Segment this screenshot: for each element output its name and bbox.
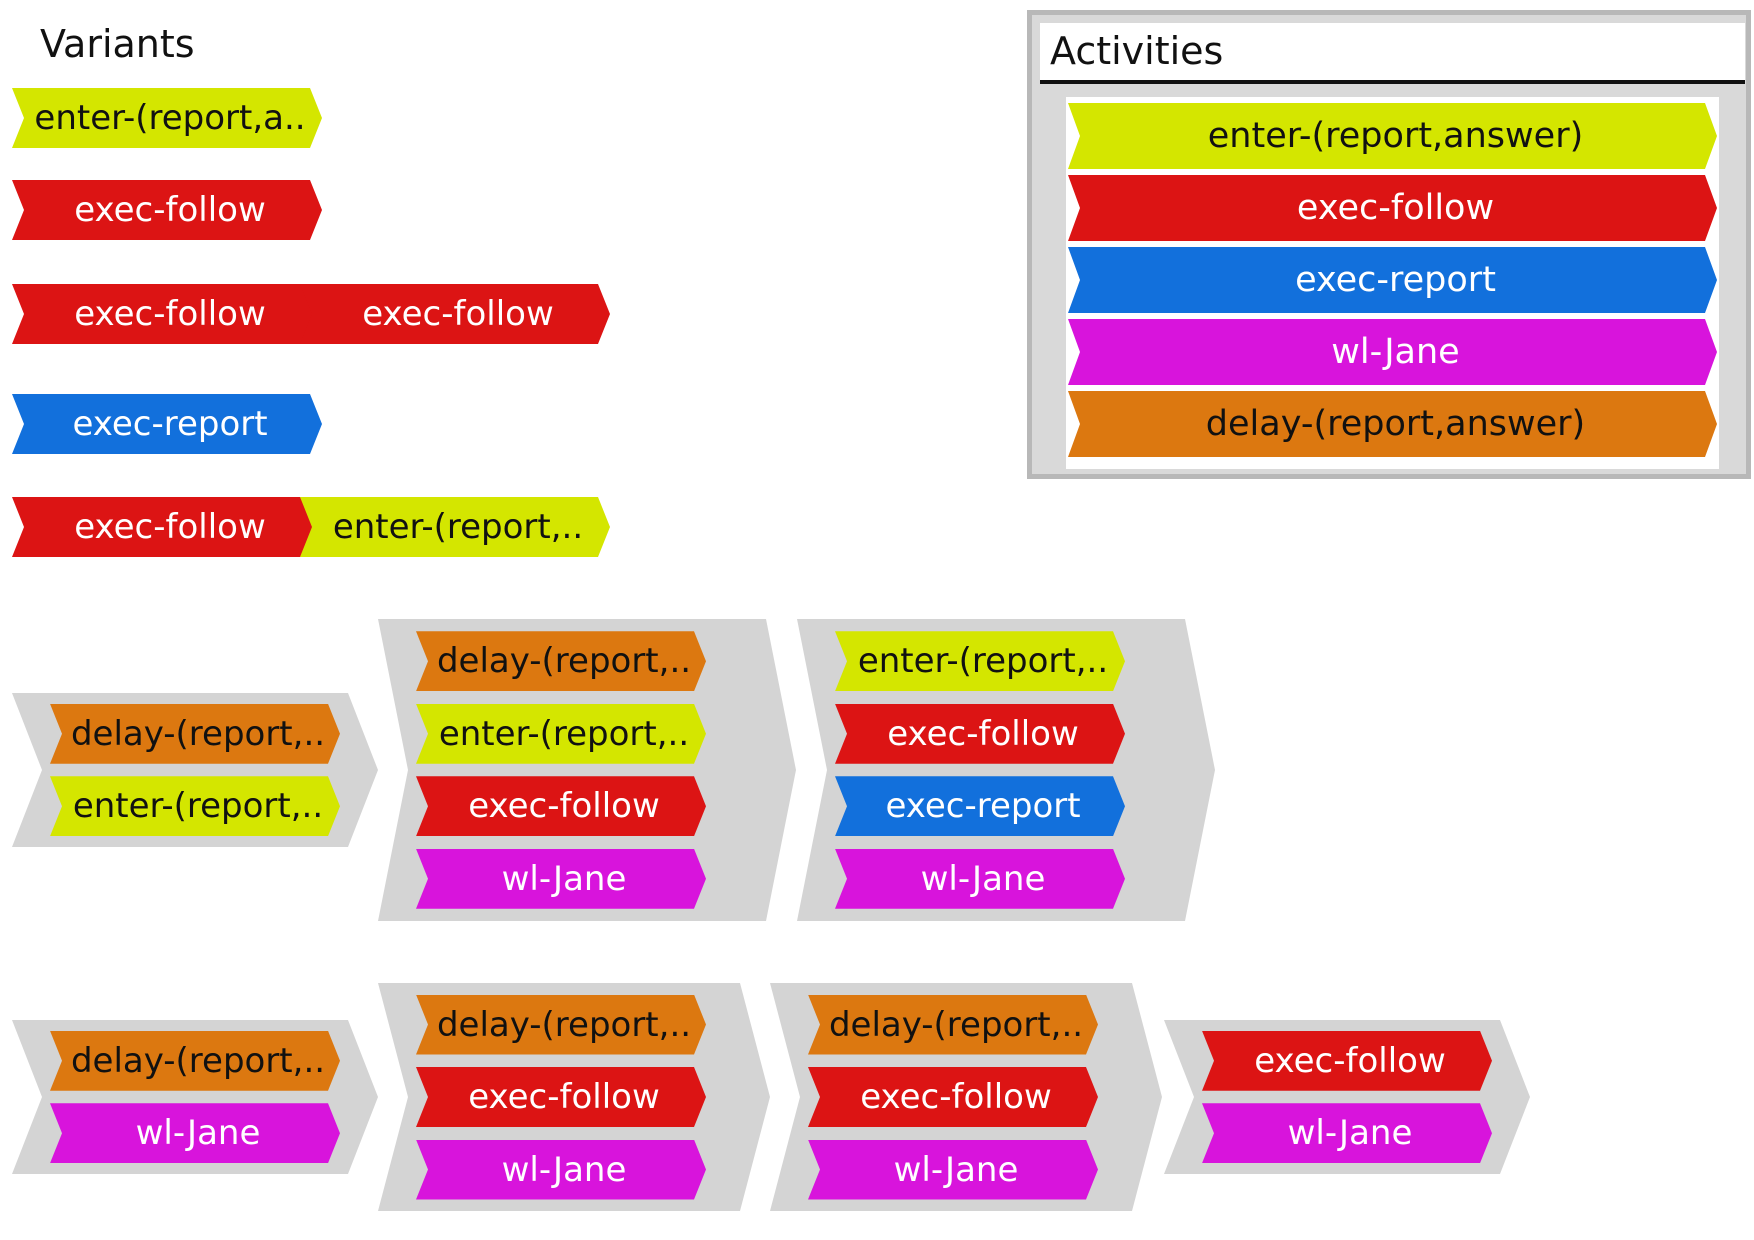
activity-chevron-exec-follow[interactable]: exec-follow <box>12 180 322 240</box>
activity-chevron-wl-jane[interactable]: wl-Jane <box>1068 319 1717 385</box>
activity-chevron-wl-jane[interactable]: wl-Jane <box>50 1103 340 1163</box>
variants-title: Variants <box>40 22 195 66</box>
activity-chevron-wl-jane[interactable]: wl-Jane <box>416 849 706 909</box>
activity-chevron-exec-follow[interactable]: exec-follow <box>835 704 1125 764</box>
activities-header: Activities <box>1040 23 1745 84</box>
activity-chevron-exec-follow[interactable]: exec-follow <box>300 284 610 344</box>
activity-chevron-enter[interactable]: enter-(report,.. <box>300 497 610 557</box>
variant-group[interactable]: delay-(report,.. wl-Jane <box>12 1020 378 1174</box>
variant-group[interactable]: enter-(report,.. exec-follow exec-report wl… <box>797 619 1215 921</box>
activities-title: Activities <box>1050 29 1224 73</box>
activity-chevron-enter[interactable]: enter-(report,.. <box>835 631 1125 691</box>
activity-chevron-exec-follow[interactable]: exec-follow <box>808 1067 1098 1127</box>
activity-chevron-enter[interactable]: enter-(report,.. <box>416 704 706 764</box>
variant-group[interactable]: delay-(report,.. enter-(report,.. exec-fol… <box>378 619 796 921</box>
activity-chevron-delay[interactable]: delay-(report,.. <box>50 704 340 764</box>
activities-panel: Activities enter-(report,answer)exec-fol… <box>1027 10 1751 479</box>
activity-chevron-delay[interactable]: delay-(report,.. <box>808 995 1098 1055</box>
activity-chevron-exec-report[interactable]: exec-report <box>1068 247 1717 313</box>
activity-chevron-exec-report[interactable]: exec-report <box>12 394 322 454</box>
activity-chevron-exec-report[interactable]: exec-report <box>835 776 1125 836</box>
activity-chevron-exec-follow[interactable]: exec-follow <box>1068 175 1717 241</box>
activity-chevron-wl-jane[interactable]: wl-Jane <box>416 1140 706 1200</box>
activity-chevron-exec-follow[interactable]: exec-follow <box>416 776 706 836</box>
activity-chevron-exec-follow[interactable]: exec-follow <box>1202 1031 1492 1091</box>
variant-group[interactable]: delay-(report,.. exec-follow wl-Jane <box>378 983 770 1211</box>
activity-chevron-enter[interactable]: enter-(report,answer) <box>1068 103 1717 169</box>
variant-group[interactable]: delay-(report,.. exec-follow wl-Jane <box>770 983 1162 1211</box>
variant-group[interactable]: exec-follow wl-Jane <box>1164 1020 1530 1174</box>
activity-chevron-delay[interactable]: delay-(report,.. <box>416 995 706 1055</box>
activity-chevron-enter[interactable]: enter-(report,.. <box>50 776 340 836</box>
activity-chevron-delay[interactable]: delay-(report,.. <box>416 631 706 691</box>
activity-chevron-exec-follow[interactable]: exec-follow <box>12 497 322 557</box>
activity-chevron-wl-jane[interactable]: wl-Jane <box>808 1140 1098 1200</box>
variant-group[interactable]: delay-(report,.. enter-(report,.. <box>12 693 378 847</box>
activity-chevron-wl-jane[interactable]: wl-Jane <box>835 849 1125 909</box>
activity-chevron-enter[interactable]: enter-(report,a.. <box>12 88 322 148</box>
activity-chevron-delay[interactable]: delay-(report,answer) <box>1068 391 1717 457</box>
activity-chevron-delay[interactable]: delay-(report,.. <box>50 1031 340 1091</box>
activity-chevron-wl-jane[interactable]: wl-Jane <box>1202 1103 1492 1163</box>
activity-chevron-exec-follow[interactable]: exec-follow <box>416 1067 706 1127</box>
activity-chevron-exec-follow[interactable]: exec-follow <box>12 284 322 344</box>
